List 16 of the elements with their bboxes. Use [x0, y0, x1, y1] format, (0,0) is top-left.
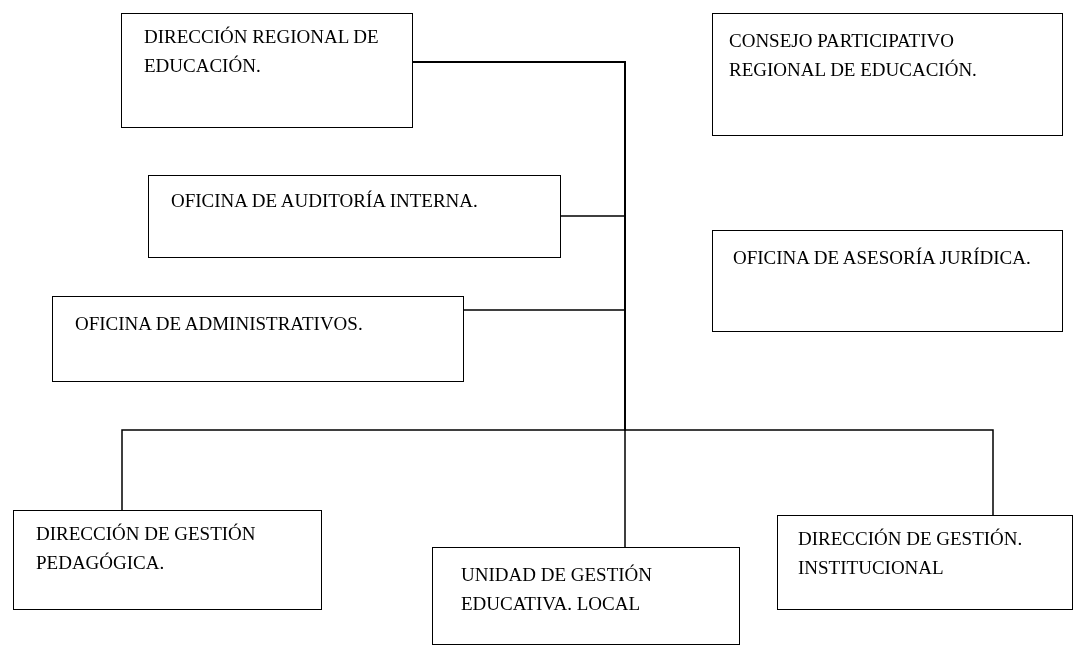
box-label: OFICINA DE ADMINISTRATIVOS. [75, 312, 364, 336]
org-box [712, 13, 1063, 136]
org-box [432, 547, 740, 645]
box-label: DIRECCIÓN REGIONAL DE EDUCACIÓN. [144, 25, 380, 78]
org-box [777, 515, 1073, 610]
org-box [712, 230, 1063, 332]
box-label: CONSEJO PARTICIPATIVO REGIONAL DE EDUCACIÓN. [729, 29, 978, 82]
box-label: OFICINA DE ASESORÍA JURÍDICA. [733, 246, 1032, 270]
org-box [148, 175, 561, 258]
org-box [121, 13, 413, 128]
box-label: UNIDAD DE GESTIÓN EDUCATIVA. LOCAL [461, 563, 654, 616]
org-box [13, 510, 322, 610]
box-label: DIRECCIÓN DE GESTIÓN. INSTITUCIONAL [798, 527, 1024, 580]
box-label: OFICINA DE AUDITORÍA INTERNA. [171, 189, 479, 213]
org-box [52, 296, 464, 382]
box-label: DIRECCIÓN DE GESTIÓN PEDAGÓGICA. [36, 522, 257, 575]
